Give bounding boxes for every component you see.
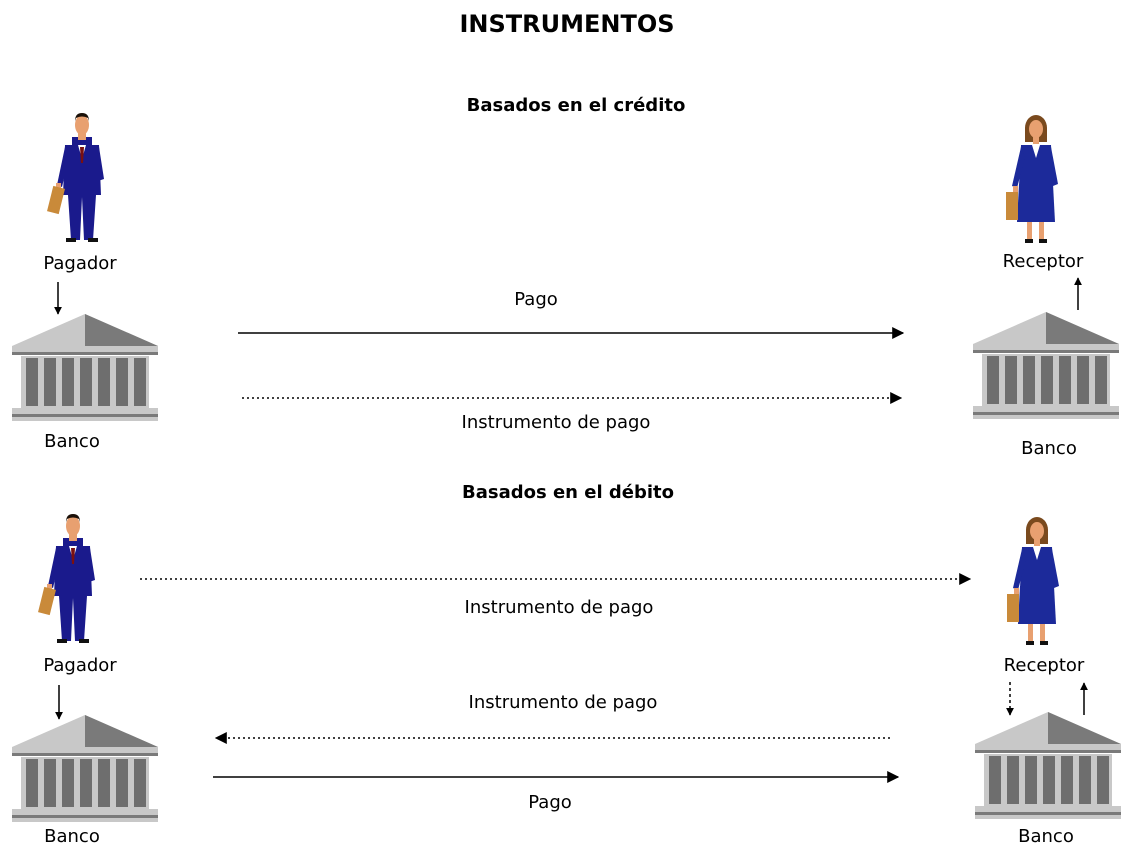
credit-receiver-figure <box>1006 115 1058 243</box>
credit-payer-label: Pagador <box>43 253 117 274</box>
debit-payer-label: Pagador <box>43 655 117 676</box>
debit-receiver-bank-icon <box>975 712 1121 819</box>
credit-heading: Basados en el crédito <box>466 95 686 116</box>
debit-payer-bank-label: Banco <box>44 826 100 847</box>
credit-receiver-label: Receptor <box>1002 251 1084 272</box>
credit-receiver-bank-icon <box>973 312 1119 419</box>
debit-receiver-figure <box>1007 517 1059 645</box>
diagram-title: INSTRUMENTOS <box>459 10 675 38</box>
debit-receiver-label: Receptor <box>1003 655 1085 676</box>
credit-payment-label: Pago <box>514 289 558 310</box>
debit-payment-label: Pago <box>528 792 572 813</box>
credit-payer-figure <box>47 113 104 242</box>
debit-heading: Basados en el débito <box>461 482 675 503</box>
credit-instrument-label: Instrumento de pago <box>461 412 651 433</box>
debit-instrument-return-label: Instrumento de pago <box>468 692 658 713</box>
debit-payer-bank-icon <box>12 715 158 822</box>
debit-payer-figure <box>38 514 95 643</box>
debit-receiver-bank-label: Banco <box>1018 826 1074 847</box>
credit-receiver-bank-label: Banco <box>1021 438 1077 459</box>
debit-instrument-top-label: Instrumento de pago <box>464 597 654 618</box>
credit-payer-bank-label: Banco <box>44 431 100 452</box>
credit-payer-bank-icon <box>12 314 158 421</box>
